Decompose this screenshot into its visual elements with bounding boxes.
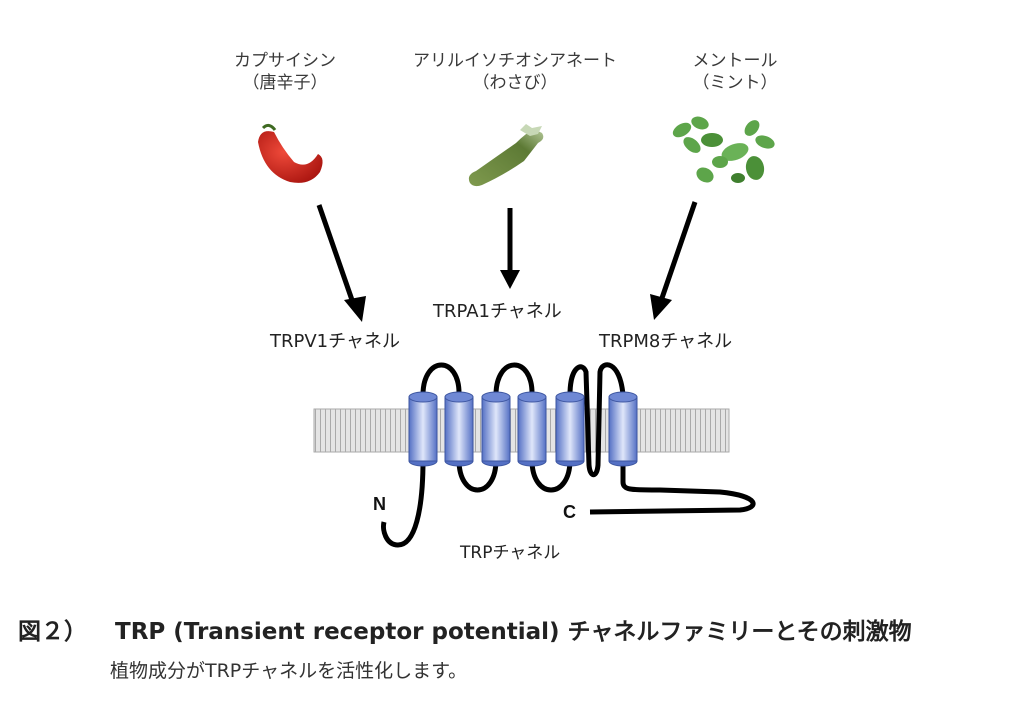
stimulus-source: （わさび） bbox=[472, 73, 558, 93]
c-terminal-tail bbox=[589, 460, 756, 515]
stimulus-source: （唐辛子） bbox=[242, 73, 328, 93]
helix-segment-2 bbox=[444, 391, 474, 467]
arrow-capsaicin-to-trpv1 bbox=[316, 204, 366, 322]
stimulus-label-menthol: メントール （ミント） bbox=[660, 50, 810, 94]
n-terminus-label: N bbox=[373, 494, 386, 514]
trp-channel-label: TRPチャネル bbox=[460, 543, 561, 563]
intracellular-loops bbox=[381, 459, 756, 548]
stimulus-source: （ミント） bbox=[692, 73, 778, 93]
stimulus-label-aitc: アリルイソチオシアネート （わさび） bbox=[380, 50, 650, 94]
stimulus-name: メントール bbox=[692, 51, 778, 71]
extracellular-loops bbox=[420, 362, 626, 478]
helix-segment-6 bbox=[608, 391, 638, 467]
helix-segment-5 bbox=[555, 391, 585, 467]
figure-number: 図２） bbox=[18, 619, 87, 645]
channel-label-trpm8: TRPM8チャネル bbox=[599, 331, 733, 352]
stimulus-name: アリルイソチオシアネート bbox=[413, 51, 617, 71]
arrow-aitc-to-trpa1 bbox=[500, 208, 520, 289]
helix-segment-3 bbox=[481, 391, 511, 467]
transmembrane-helices bbox=[408, 391, 638, 467]
c-terminus-label: C bbox=[563, 502, 576, 522]
figure-caption-title: 図２） TRP (Transient receptor potential) チャ… bbox=[18, 612, 912, 646]
mint-leaves-icon bbox=[672, 116, 775, 183]
channel-label-trpv1: TRPV1チャネル bbox=[270, 331, 400, 352]
arrow-menthol-to-trpm8 bbox=[650, 201, 698, 320]
stimulus-name: カプサイシン bbox=[234, 51, 336, 71]
chili-pepper-icon bbox=[258, 123, 323, 183]
channel-label-trpa1: TRPA1チャネル bbox=[433, 301, 562, 322]
figure-title: TRP (Transient receptor potential) チャネルフ… bbox=[115, 619, 912, 645]
figure-caption-subtitle: 植物成分がTRPチャネルを活性化します。 bbox=[110, 660, 468, 682]
wasabi-root-icon bbox=[468, 124, 544, 187]
stimulus-label-capsaicin: カプサイシン （唐辛子） bbox=[205, 50, 365, 94]
n-terminal-tail bbox=[381, 459, 426, 548]
helix-segment-1 bbox=[408, 391, 438, 467]
helix-segment-4 bbox=[517, 391, 547, 467]
